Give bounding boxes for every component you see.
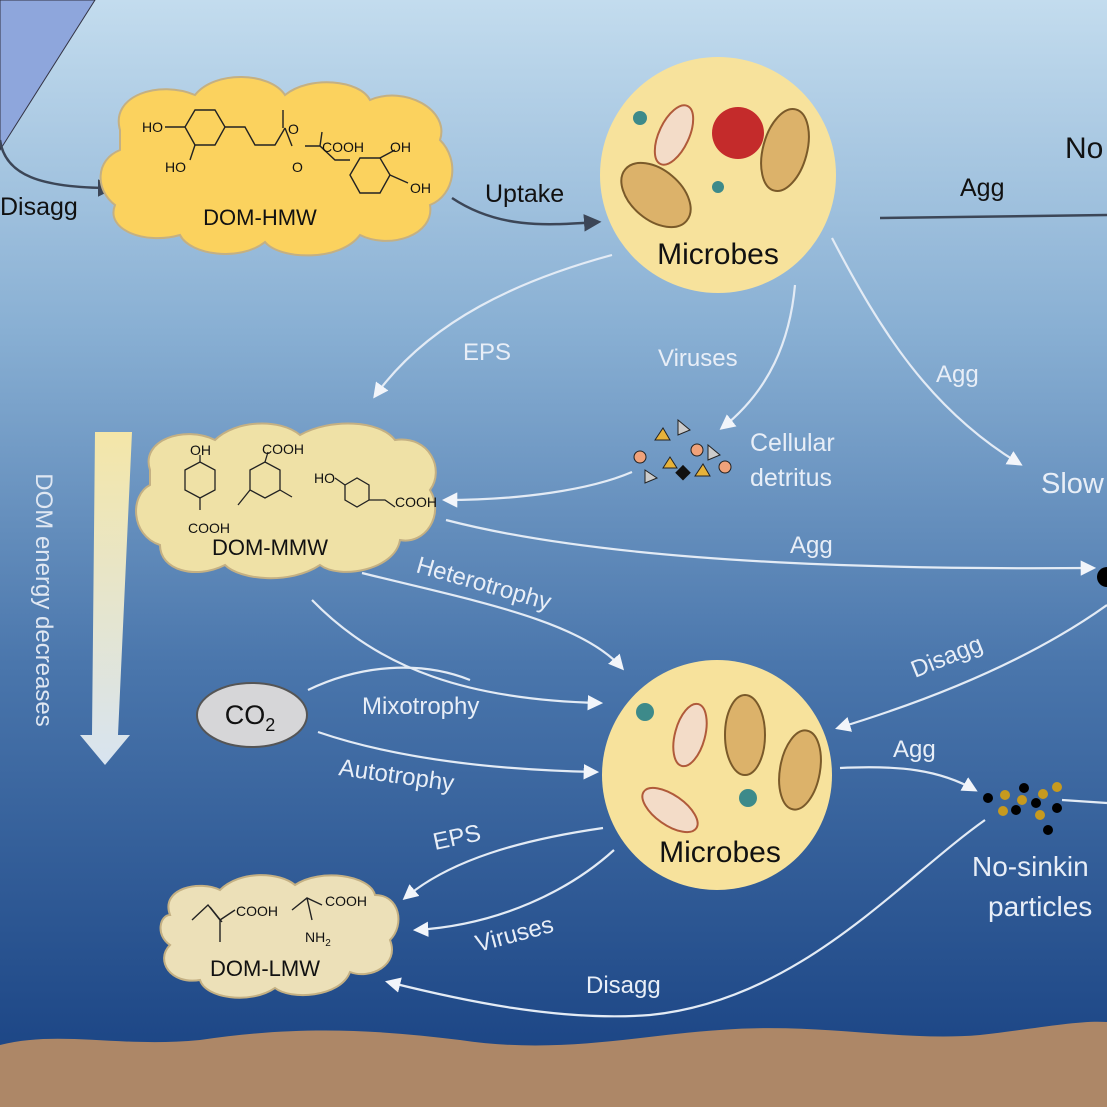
- energy-axis-label: DOM energy decreases: [30, 473, 57, 726]
- chem-ho-1: HO: [142, 119, 163, 135]
- dom-mmw-cloud[interactable]: OH COOH COOH HO COOH DOM-MMW: [135, 422, 437, 580]
- rosmarinic-acid-structure: [165, 109, 409, 194]
- mmw-structures: [184, 451, 396, 510]
- no-top-label: No: [1065, 132, 1103, 165]
- chem-o: O: [288, 121, 299, 137]
- dom-hmw-cloud[interactable]: HO HO O O COOH OH OH DOM-HMW: [99, 76, 454, 257]
- mixotrophy-label: Mixotrophy: [362, 693, 479, 720]
- no-sinking-label-1: No-sinkin: [972, 851, 1089, 882]
- process-labels: Disagg Uptake Agg EPS Viruses Agg Agg He…: [0, 174, 1004, 999]
- dom-energy-axis: DOM energy decreases: [30, 432, 132, 765]
- svg-text:CO2: CO2: [225, 700, 276, 735]
- chem-mmw-oh: OH: [190, 442, 211, 458]
- chem-ho-2: HO: [165, 159, 186, 175]
- chem-cooh: COOH: [322, 139, 364, 155]
- agg-bottom-label: Agg: [893, 736, 936, 763]
- agg-mmw-label: Agg: [790, 532, 833, 559]
- light-arrows: [307, 237, 1107, 1018]
- chem-mmw-ho: HO: [314, 470, 335, 486]
- uptake-label: Uptake: [485, 180, 564, 208]
- dom-lmw-label: DOM-LMW: [210, 956, 320, 981]
- chem-lmw-nh: NH: [305, 929, 325, 945]
- chem-lmw-cooh-1: COOH: [236, 903, 278, 919]
- agg-mid-label: Agg: [936, 361, 979, 388]
- cellular-detritus-label-1: Cellular: [750, 429, 835, 457]
- co2-node[interactable]: CO2: [196, 682, 308, 748]
- chem-o-2: O: [292, 159, 303, 175]
- chem-mmw-cooh-2: COOH: [262, 441, 304, 457]
- microbes-top[interactable]: Microbes: [600, 57, 836, 293]
- chem-lmw-nh-sub: 2: [325, 938, 331, 949]
- co2-subscript: 2: [265, 715, 275, 735]
- viruses-top-label: Viruses: [658, 345, 738, 372]
- chem-lmw-cooh-2: COOH: [325, 893, 367, 909]
- virus-icon: [636, 703, 654, 721]
- slow-sinking-label: Slow: [1041, 468, 1105, 500]
- slow-sinking-particle: [1097, 567, 1107, 587]
- chem-oh-2: OH: [410, 180, 431, 196]
- dark-arrows: [0, 139, 1107, 232]
- dom-lmw-cloud[interactable]: COOH COOH NH2 DOM-LMW: [159, 874, 400, 999]
- lmw-structures: [191, 897, 323, 942]
- virus-icon: [712, 181, 724, 193]
- virus-icon: [739, 789, 757, 807]
- cellular-detritus-label-2: detritus: [750, 464, 832, 492]
- microbes-bottom-label: Microbes: [659, 836, 781, 869]
- disagg-bottom-label: Disagg: [586, 972, 661, 999]
- no-sinking-particles[interactable]: No-sinkin particles: [972, 782, 1092, 922]
- chem-oh-1: OH: [390, 139, 411, 155]
- dom-hmw-label: DOM-HMW: [203, 205, 317, 230]
- microbes-top-label: Microbes: [657, 238, 779, 271]
- eps-top-label: EPS: [463, 339, 511, 366]
- disagg-top-label: Disagg: [0, 193, 78, 221]
- dom-mmw-label: DOM-MMW: [212, 535, 328, 560]
- agg-top-label: Agg: [960, 174, 1004, 202]
- no-sinking-label-2: particles: [988, 891, 1092, 922]
- chem-mmw-cooh-3: COOH: [395, 494, 437, 510]
- co2-label: CO: [225, 700, 266, 730]
- sediment-floor: [0, 1021, 1107, 1107]
- corner-shape: [0, 0, 96, 151]
- chem-mmw-cooh-1: COOH: [188, 520, 230, 536]
- virus-icon: [633, 111, 647, 125]
- microbes-bottom[interactable]: Microbes: [602, 660, 832, 890]
- cellular-detritus[interactable]: Cellular detritus: [633, 418, 835, 492]
- svg-text:NH2: NH2: [305, 929, 331, 949]
